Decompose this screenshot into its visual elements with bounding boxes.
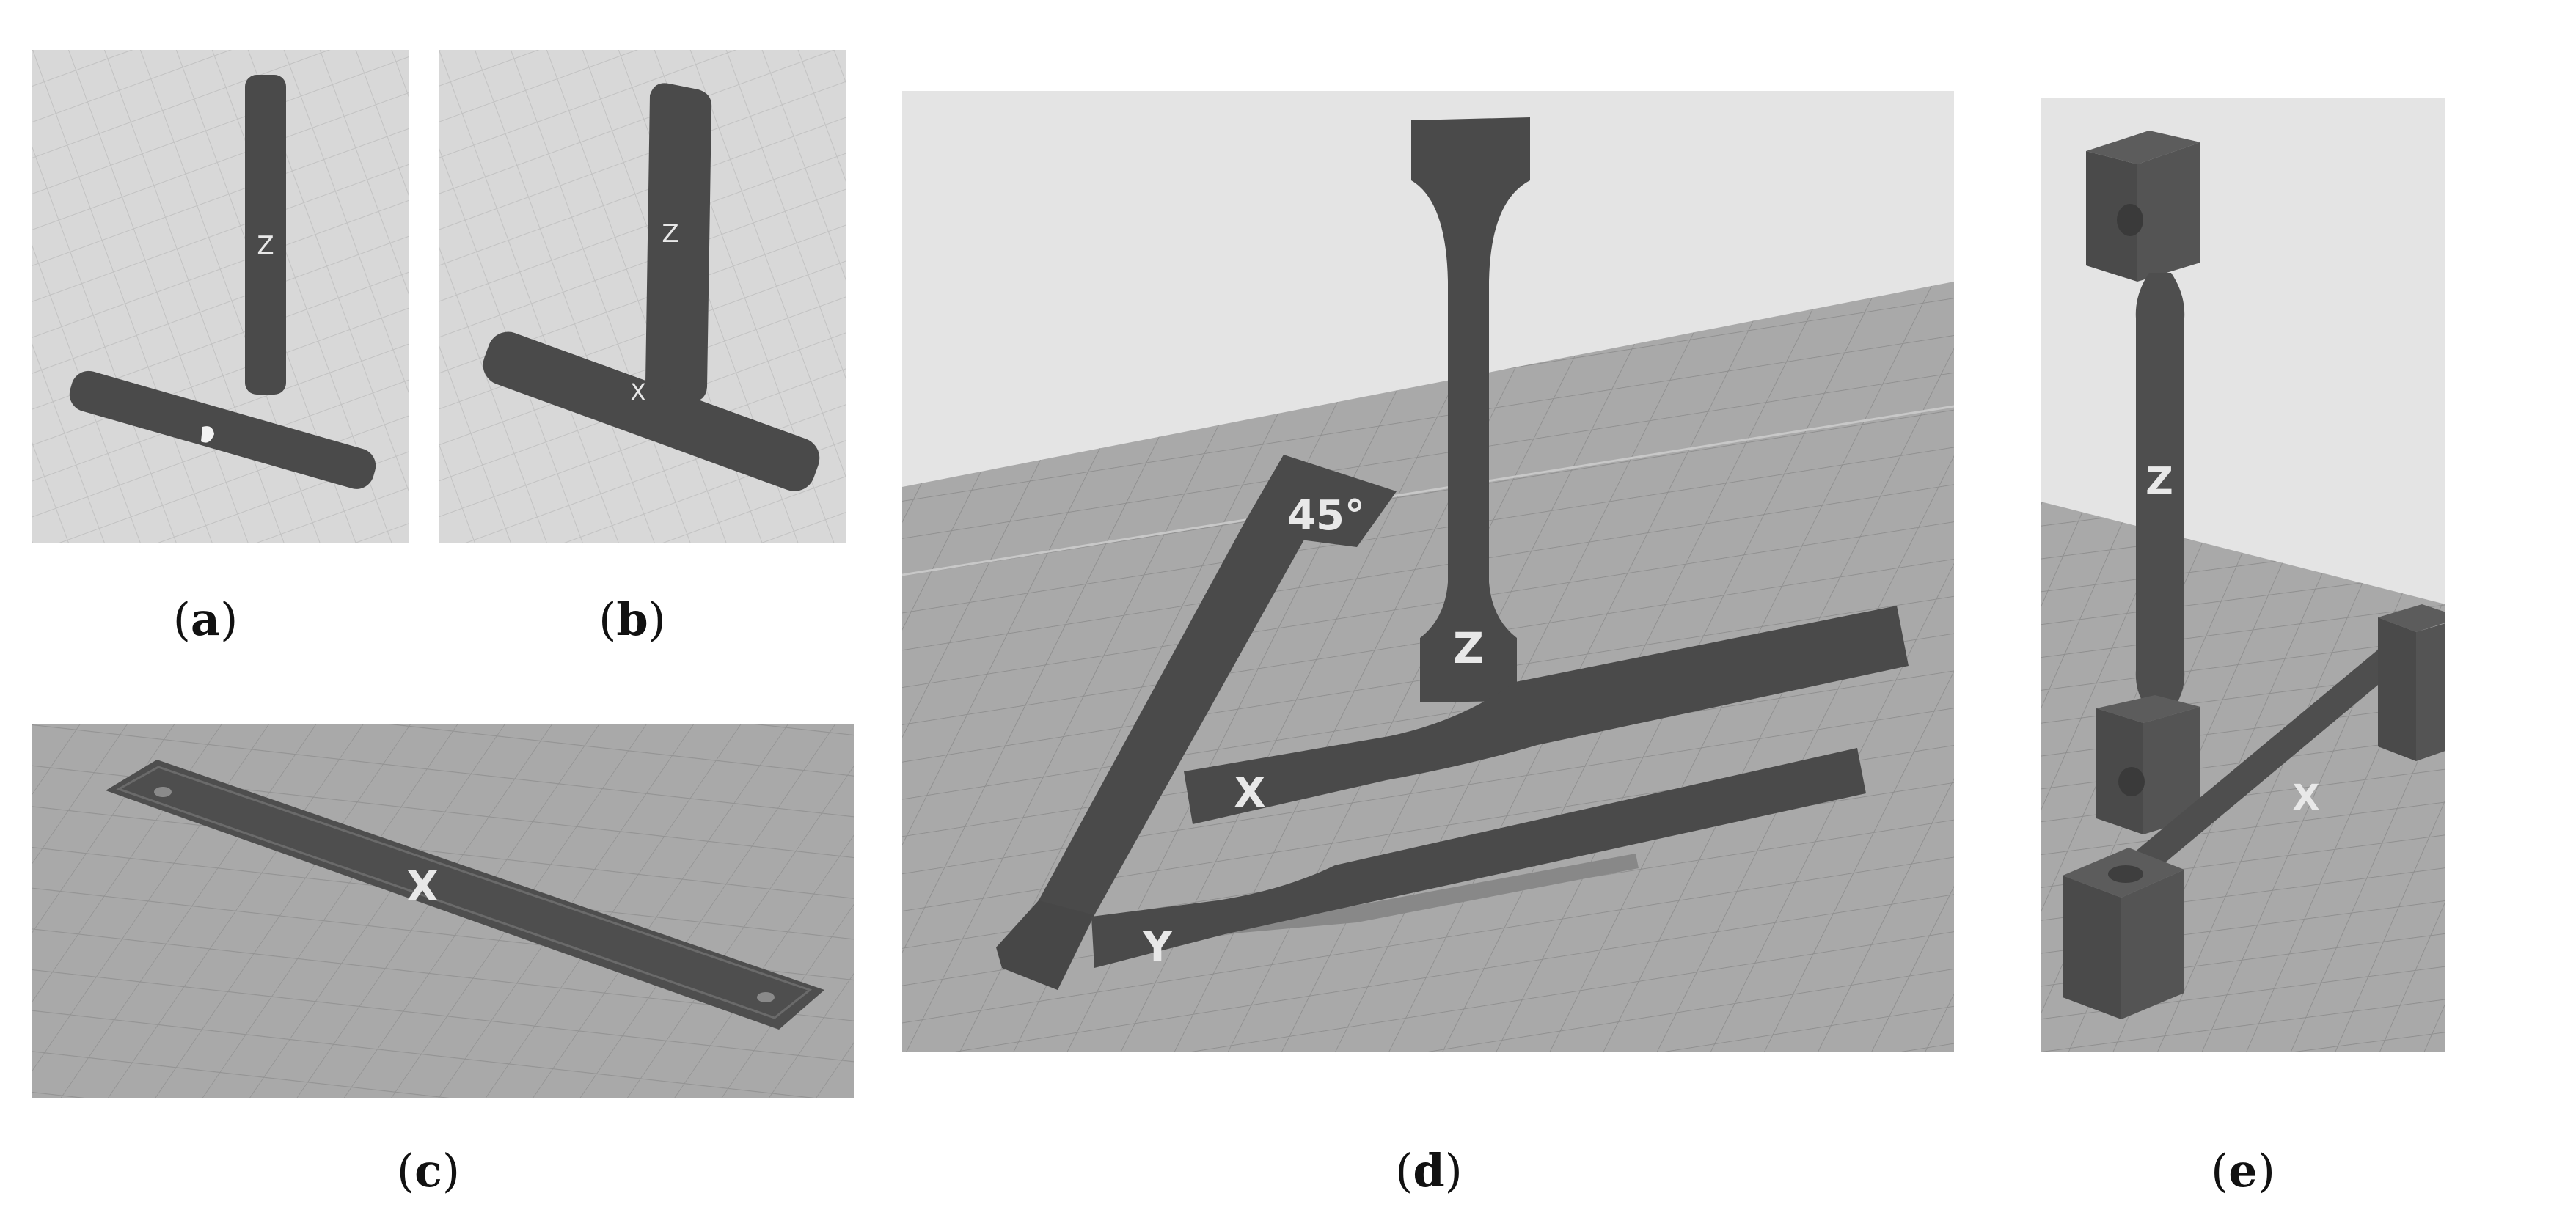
- label-z: Z: [2145, 460, 2173, 504]
- cube-side-face: [2063, 876, 2121, 1019]
- notch-mark: [201, 426, 214, 443]
- cube-front-face: [2121, 870, 2184, 1019]
- cube-front-face: [2137, 142, 2200, 282]
- cube-front-face: [2416, 623, 2445, 761]
- panel-e: Z X: [2041, 98, 2445, 1052]
- label-x: X: [1234, 769, 1265, 817]
- specimen-z: [1411, 117, 1530, 702]
- cube-hole: [2108, 865, 2143, 883]
- label-x: X: [630, 378, 646, 406]
- support-material: [1225, 854, 1639, 934]
- label-45: 45°: [1287, 492, 1365, 540]
- cube-top-face: [2096, 695, 2200, 723]
- label-z: Z: [257, 231, 274, 260]
- specimen-hole: [154, 787, 172, 797]
- cube-side-face: [2096, 708, 2143, 834]
- specimen-x: [2108, 650, 2396, 893]
- specimen-45-grip-bottom: [996, 900, 1094, 990]
- specimen-z: [645, 83, 712, 402]
- specimen-x: [483, 331, 820, 491]
- specimen-45-grip-top: [1284, 455, 1397, 547]
- cube-front-face: [2143, 707, 2200, 834]
- panel-b: Z X: [439, 50, 846, 543]
- caption-e: (e): [2211, 1144, 2275, 1197]
- cube-hole: [2118, 767, 2145, 796]
- specimen-x: [106, 760, 824, 1030]
- label-z: Z: [662, 219, 678, 249]
- specimen-x: [69, 370, 376, 489]
- cube-side-face: [2086, 151, 2137, 282]
- specimen-y: [1091, 748, 1866, 968]
- panel-d: Z 45° X Y: [902, 91, 1954, 1052]
- caption-a: (a): [172, 593, 238, 646]
- cube-side-face: [2378, 617, 2416, 761]
- cube-top-face: [2378, 604, 2445, 632]
- specimen-outline: [116, 766, 813, 1019]
- caption-d: (d): [1395, 1144, 1463, 1197]
- caption-c: (c): [396, 1144, 461, 1197]
- specimen-hole: [757, 992, 775, 1002]
- caption-b: (b): [599, 593, 666, 646]
- panel-d-render: Z 45° X Y: [902, 91, 1954, 1052]
- label-x: X: [2292, 777, 2319, 818]
- panel-a-render: Z: [32, 50, 409, 543]
- panel-c: X: [32, 724, 854, 1098]
- label-y: Y: [1142, 923, 1174, 971]
- panel-e-render: Z X: [2041, 98, 2445, 1052]
- specimen-z: [245, 75, 286, 395]
- specimen-x: [1184, 606, 1909, 824]
- label-x: X: [406, 863, 438, 911]
- cube-top-face: [2086, 131, 2200, 164]
- cube-hole: [2117, 204, 2143, 236]
- label-z: Z: [1453, 623, 1484, 673]
- panel-c-render: X: [32, 724, 854, 1098]
- plate-edge-line: [902, 405, 1954, 576]
- panel-b-render: Z X: [439, 50, 846, 543]
- specimen-z: [2135, 273, 2185, 711]
- specimen-45: [1002, 455, 1338, 990]
- panel-a: Z: [32, 50, 409, 543]
